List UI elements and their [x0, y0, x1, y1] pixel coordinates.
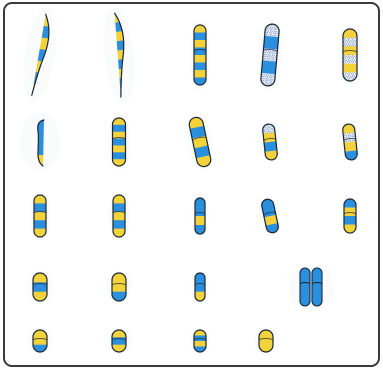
chromosome-3: [189, 20, 211, 90]
chromosome-12: [108, 192, 130, 241]
chromosome-19: [290, 265, 333, 309]
chromosome-13: [191, 195, 209, 237]
chromosome-20: [27, 328, 52, 354]
chromosome-5: [337, 25, 362, 85]
chromosome-17: [106, 271, 131, 303]
chromosome-16: [27, 271, 52, 303]
chromosome-21: [106, 328, 131, 354]
chromosome-23: [253, 328, 278, 354]
chromosome-6: [20, 113, 60, 171]
chromosome-18: [191, 271, 209, 303]
chromosome-22: [189, 328, 211, 354]
chromosome-7: [107, 114, 130, 170]
chromosome-11: [29, 192, 51, 241]
chromosome-15: [339, 196, 361, 235]
